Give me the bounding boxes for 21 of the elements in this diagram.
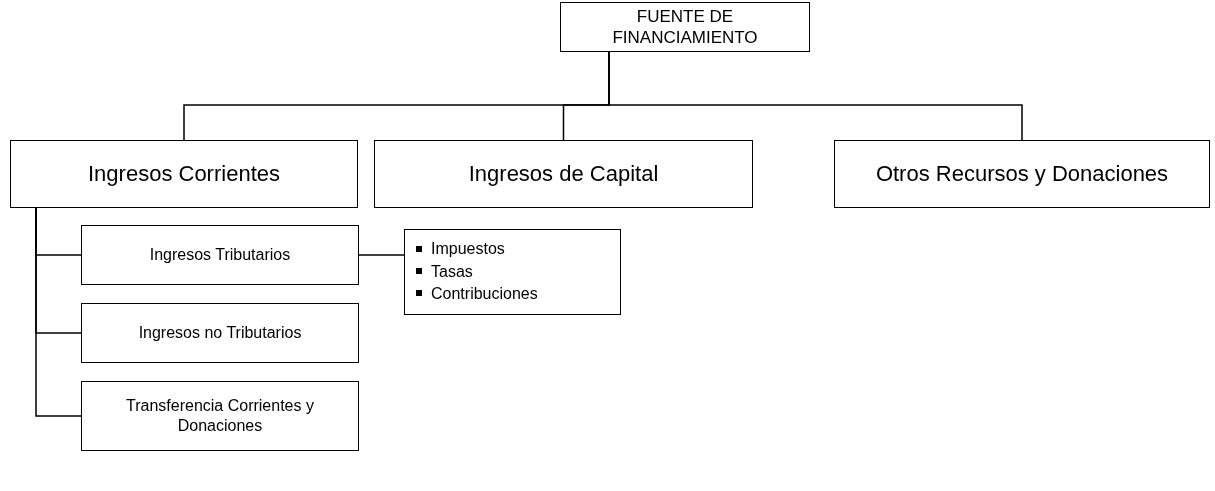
category-box	[81, 381, 359, 451]
category-box	[81, 303, 359, 363]
list-item: Contribuciones	[415, 283, 538, 306]
category-box	[10, 140, 358, 208]
box-label: FUENTE DE FINANCIAMIENTO	[611, 5, 759, 49]
box-label: Otros Recursos y Donaciones	[875, 160, 1169, 188]
box-label: Transferencia Corrientes y Donaciones	[125, 396, 315, 436]
connector-line	[35, 207, 82, 417]
list-item: Tasas	[415, 260, 473, 284]
category-box	[560, 2, 810, 52]
connector-line	[358, 254, 405, 256]
category-box	[374, 140, 753, 208]
box-label: Ingresos Tributarios	[149, 245, 291, 265]
category-box	[834, 140, 1210, 208]
box-label: Ingresos Corrientes	[88, 160, 280, 188]
list-box	[404, 229, 621, 315]
list-item: Impuestos	[415, 238, 505, 261]
connector-line	[608, 51, 1023, 141]
box-label: Ingresos de Capital	[468, 160, 659, 188]
category-box	[81, 225, 359, 285]
box-label: Ingresos no Tributarios	[138, 323, 302, 343]
